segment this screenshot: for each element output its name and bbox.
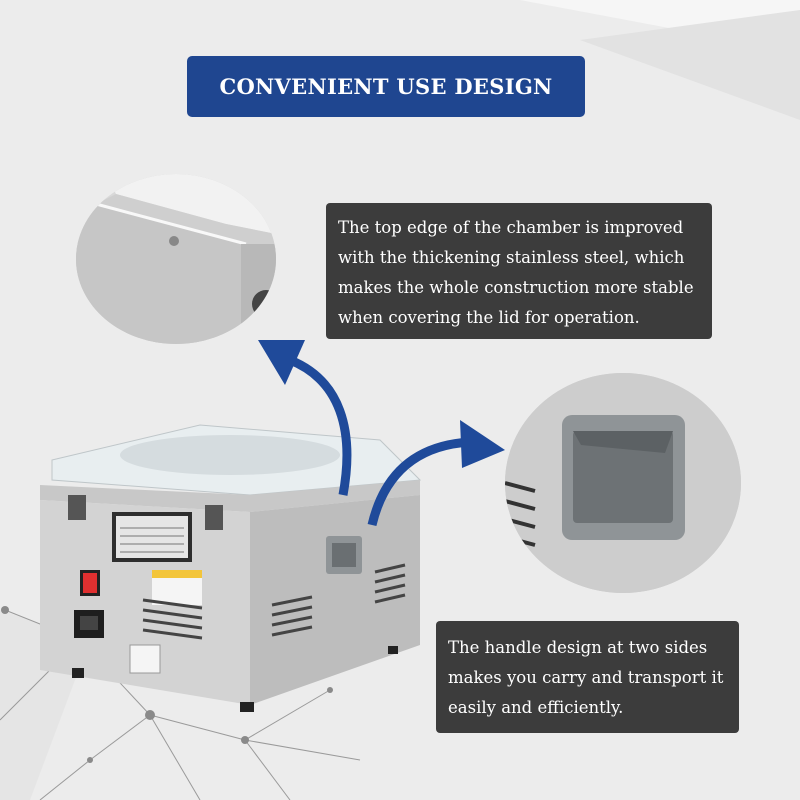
callout-handle: The handle design at two sides makes you… [436,621,739,733]
callout-handle-text: The handle design at two sides makes you… [448,638,724,717]
power-switch-icon [80,570,100,596]
banner: CONVENIENT USE DESIGN [187,56,585,117]
callout-top-edge-text: The top edge of the chamber is improved … [338,218,694,327]
zoom-handle [505,373,741,593]
banner-title: CONVENIENT USE DESIGN [219,74,553,99]
arrow-icon [367,420,505,527]
callout-top-edge: The top edge of the chamber is improved … [326,203,712,339]
zoom-top-edge [76,174,276,344]
arrow-icon [258,340,352,496]
power-socket-icon [74,610,104,638]
